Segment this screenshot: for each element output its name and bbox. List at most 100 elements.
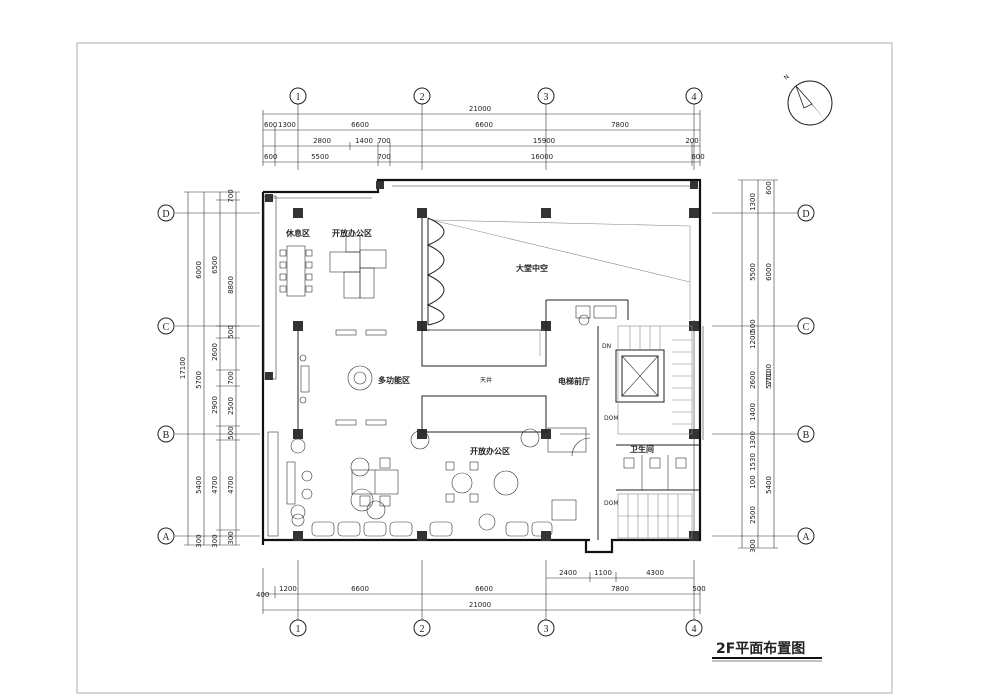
svg-text:2: 2 (420, 92, 425, 103)
svg-text:B: B (803, 430, 810, 441)
dim-right-c1-k: 1530 (749, 453, 757, 471)
dimension-lines-left (184, 191, 240, 546)
dimension-lines-top (262, 110, 701, 166)
dim-bottom-r2-e: 7800 (611, 585, 629, 593)
dim-bottom-r2-f: 500 (692, 585, 705, 593)
grid-axis-bubble-right-c: C (797, 317, 815, 335)
grid-axis-bubble-bottom-4: 4 (685, 619, 703, 637)
grid-axis-bubble-bottom-2: 2 (413, 619, 431, 637)
dim-right-c1-l: 100 (749, 475, 757, 488)
structural-columns (265, 181, 699, 541)
dim-top-r4-d: 16000 (531, 153, 553, 161)
dim-top-r4-c: 700 (377, 153, 390, 161)
dim-left-c1-d: 300 (195, 534, 203, 547)
room-label-restroom: 卫生间 (630, 444, 654, 454)
dimension-lines-bottom (262, 568, 701, 614)
dim-left-c3-b: 8800 (227, 276, 235, 294)
bottom-office-furniture (286, 438, 577, 521)
dim-left-c3-d: 700 (227, 371, 235, 384)
svg-text:A: A (162, 532, 170, 543)
dim-bottom-r1-c: 4300 (646, 569, 664, 577)
dim-left-c2-b: 2600 (211, 343, 219, 361)
stair-bottom (617, 493, 693, 539)
svg-text:4: 4 (692, 92, 697, 103)
dim-bottom-r1-a: 2400 (559, 569, 577, 577)
dim-right-c1-n: 2500 (749, 506, 757, 524)
lounge-table (279, 245, 313, 297)
dim-top-r4-a: 600 (264, 153, 277, 161)
curved-glass-partition (426, 217, 445, 326)
dim-right-total: 17100 (765, 364, 773, 386)
dim-left-c2-c: 2900 (211, 396, 219, 414)
cross-workstations (329, 235, 387, 299)
dim-top-r4-b: 5500 (311, 153, 329, 161)
dim-top-r4-e: 600 (691, 153, 704, 161)
dim-left-c2-e: 300 (211, 534, 219, 547)
svg-text:A: A (802, 532, 810, 543)
dim-bottom-r2-a: 400 (256, 591, 269, 599)
grid-axis-bubble-bottom-3: 3 (537, 619, 555, 637)
dim-right-c1-g: 2600 (749, 371, 757, 389)
grid-axis-bubble-top-2: 2 (413, 87, 431, 105)
svg-text:4: 4 (692, 624, 697, 635)
dim-left-c3-e: 2500 (227, 397, 235, 415)
plant-icons (291, 314, 590, 531)
dim-top-total: 21000 (469, 105, 491, 113)
grid-axis-bubble-top-4: 4 (685, 87, 703, 105)
svg-text:2F平面布置图: 2F平面布置图 (716, 640, 805, 657)
room-label-open-office-bottom: 开放办公区 (470, 446, 510, 456)
grid-axis-bubble-right-b: B (797, 425, 815, 443)
room-label-lounge: 休息区 (285, 228, 310, 238)
door-swing (571, 437, 591, 457)
duct-box (593, 305, 617, 319)
dim-left-c3-g: 4700 (227, 476, 235, 494)
svg-text:B: B (163, 430, 170, 441)
svg-text:C: C (163, 322, 170, 333)
dim-bottom-r2-d: 6600 (475, 585, 493, 593)
room-label-elevator-hall: 电梯前厅 (558, 376, 590, 386)
svg-text:N: N (783, 73, 791, 81)
dim-right-c1-d: 6000 (765, 263, 773, 281)
sheet-border (76, 42, 893, 694)
grid-axis-bubble-right-d: D (797, 204, 815, 222)
dim-top-r3-c: 700 (377, 137, 390, 145)
dim-left-c3-h: 300 (227, 531, 235, 544)
grid-axis-bubble-bottom-1: 1 (289, 619, 307, 637)
dimension-lines-right (738, 179, 778, 549)
room-label-multifunction: 多功能区 (378, 375, 410, 385)
dim-right-c1-o: 300 (749, 539, 757, 552)
duct-symbol (575, 305, 591, 319)
dim-left-c2-d: 4700 (211, 476, 219, 494)
round-table (347, 365, 373, 391)
sofa-row (311, 521, 553, 537)
dim-bottom-r1-b: 1100 (594, 569, 612, 577)
dim-top-r2-e: 7800 (611, 121, 629, 129)
dim-right-c1-c: 5500 (749, 263, 757, 281)
dim-top-r2-b: 1300 (278, 121, 296, 129)
grid-axis-bubble-top-1: 1 (289, 87, 307, 105)
dim-bottom-r2-c: 6600 (351, 585, 369, 593)
dim-right-c1-i: 1400 (749, 403, 757, 421)
dim-top-r2-d: 6600 (475, 121, 493, 129)
dim-top-r3-d: 15900 (533, 137, 555, 145)
interior-walls (297, 218, 700, 540)
dim-right-c1-h: 5700 (765, 371, 773, 389)
svg-text:1: 1 (296, 624, 301, 635)
dim-top-r2-a: 600 (264, 121, 277, 129)
dim-left-c1-b: 5700 (195, 371, 203, 389)
svg-text:1: 1 (296, 92, 301, 103)
dim-right-c1-e: 1200 (749, 331, 757, 349)
dim-left-c3-f: 500 (227, 426, 235, 439)
grid-axis-bubble-left-a: A (157, 527, 175, 545)
dim-top-r3-a: 2800 (313, 137, 331, 145)
grid-axis-bubble-left-c: C (157, 317, 175, 335)
stair-top (617, 325, 693, 435)
dim-top-r3-e: 200 (685, 137, 698, 145)
dim-right-c1-f: 500 (749, 319, 757, 332)
room-label-atrium: 大堂中空 (516, 263, 548, 273)
dim-left-c2-a: 6500 (211, 256, 219, 274)
svg-text:D: D (162, 209, 169, 220)
dim-left-c3-c: 500 (227, 325, 235, 338)
duct-label-a: DOM (604, 415, 619, 422)
